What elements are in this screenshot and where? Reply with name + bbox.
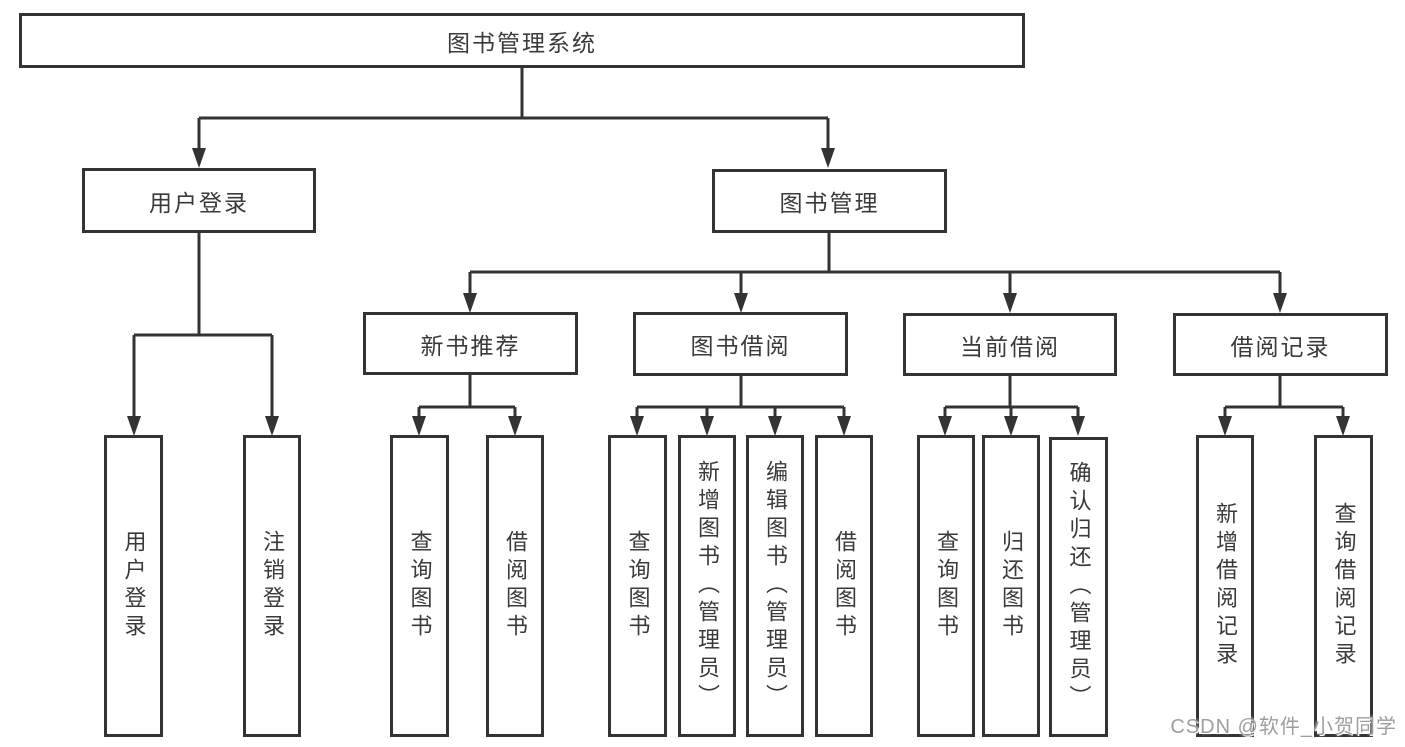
arrow-down-icon (508, 416, 522, 436)
node-label: 新书推荐 (420, 332, 521, 359)
leaf-query-books-current: 查询图书 (917, 435, 975, 737)
node-label: 当前借阅 (960, 333, 1060, 360)
arrow-down-icon (1003, 293, 1017, 313)
node-label: 借阅图书 (503, 530, 528, 642)
leaf-borrow-books-recommend: 借阅图书 (486, 435, 544, 737)
node-library-management-system: 图书管理系统 (19, 13, 1025, 68)
arrow-down-icon (700, 416, 714, 436)
node-borrowing-records: 借阅记录 (1173, 313, 1388, 376)
node-label: 编辑图书（管理员） (763, 460, 788, 712)
node-label: 用户登录 (149, 189, 249, 216)
node-label: 查询图书 (407, 530, 433, 642)
node-label: 注销登录 (260, 530, 285, 642)
csdn-watermark: CSDN @软件_小贺同学 (1170, 716, 1397, 738)
node-current-borrowing: 当前借阅 (903, 313, 1117, 376)
connector-book-borrowing-to-leaves (630, 376, 851, 436)
connector-borrowing-records-to-leaves (1218, 376, 1350, 436)
node-label: 借阅记录 (1230, 333, 1331, 360)
arrow-down-icon (127, 416, 141, 436)
connector-current-borrowing-to-leaves (938, 376, 1085, 436)
connector-user-login-to-leaves (127, 233, 279, 436)
node-label: 新增借阅记录 (1213, 502, 1238, 670)
leaf-add-books-admin: 新增图书（管理员） (678, 435, 736, 737)
connector-root-to-level1 (192, 68, 835, 168)
leaf-borrow-books-borrowing: 借阅图书 (815, 435, 873, 737)
arrow-down-icon (265, 416, 279, 436)
arrow-down-icon (768, 416, 782, 436)
leaf-query-books-borrowing: 查询图书 (608, 435, 667, 737)
arrow-down-icon (1071, 416, 1085, 436)
arrow-down-icon (1336, 416, 1350, 436)
arrow-down-icon (837, 416, 851, 436)
node-label: 图书借阅 (690, 333, 791, 359)
arrow-down-icon (938, 416, 952, 436)
node-new-book-recommendation: 新书推荐 (363, 312, 578, 375)
node-label: 查询图书 (934, 530, 959, 642)
leaf-query-borrow-record: 查询借阅记录 (1314, 435, 1373, 737)
node-label: 归还图书 (999, 530, 1024, 642)
arrow-down-icon (412, 416, 426, 436)
node-label: 图书管理系统 (447, 29, 597, 56)
leaf-add-borrow-record: 新增借阅记录 (1196, 435, 1254, 737)
node-label: 新增图书（管理员） (695, 460, 720, 712)
node-label: 用户登录 (121, 530, 147, 642)
node-label: 查询图书 (625, 530, 651, 642)
leaf-edit-books-admin: 编辑图书（管理员） (746, 435, 804, 737)
arrow-down-icon (1273, 293, 1287, 313)
leaf-confirm-return-admin: 确认归还（管理员） (1049, 437, 1108, 737)
node-label: 借阅图书 (832, 530, 857, 642)
connector-new-book-recommendation-to-leaves (412, 375, 522, 436)
leaf-return-books: 归还图书 (982, 435, 1040, 737)
node-label: 查询借阅记录 (1331, 502, 1357, 670)
node-book-borrowing: 图书借阅 (633, 312, 848, 376)
arrow-down-icon (630, 416, 644, 436)
arrow-down-icon (192, 148, 206, 168)
arrow-down-icon (734, 293, 748, 313)
arrow-down-icon (1004, 416, 1018, 436)
leaf-query-books-recommend: 查询图书 (390, 435, 449, 737)
leaf-logout: 注销登录 (243, 435, 301, 737)
leaf-user-login: 用户登录 (104, 435, 163, 737)
arrow-down-icon (463, 293, 477, 313)
arrow-down-icon (821, 148, 835, 168)
node-book-management: 图书管理 (712, 169, 947, 233)
node-label: 确认归还（管理员） (1066, 461, 1092, 713)
node-user-login: 用户登录 (82, 168, 316, 233)
node-label: 图书管理 (779, 190, 880, 216)
arrow-down-icon (1218, 416, 1232, 436)
connector-book-management-to-level2 (463, 233, 1287, 313)
